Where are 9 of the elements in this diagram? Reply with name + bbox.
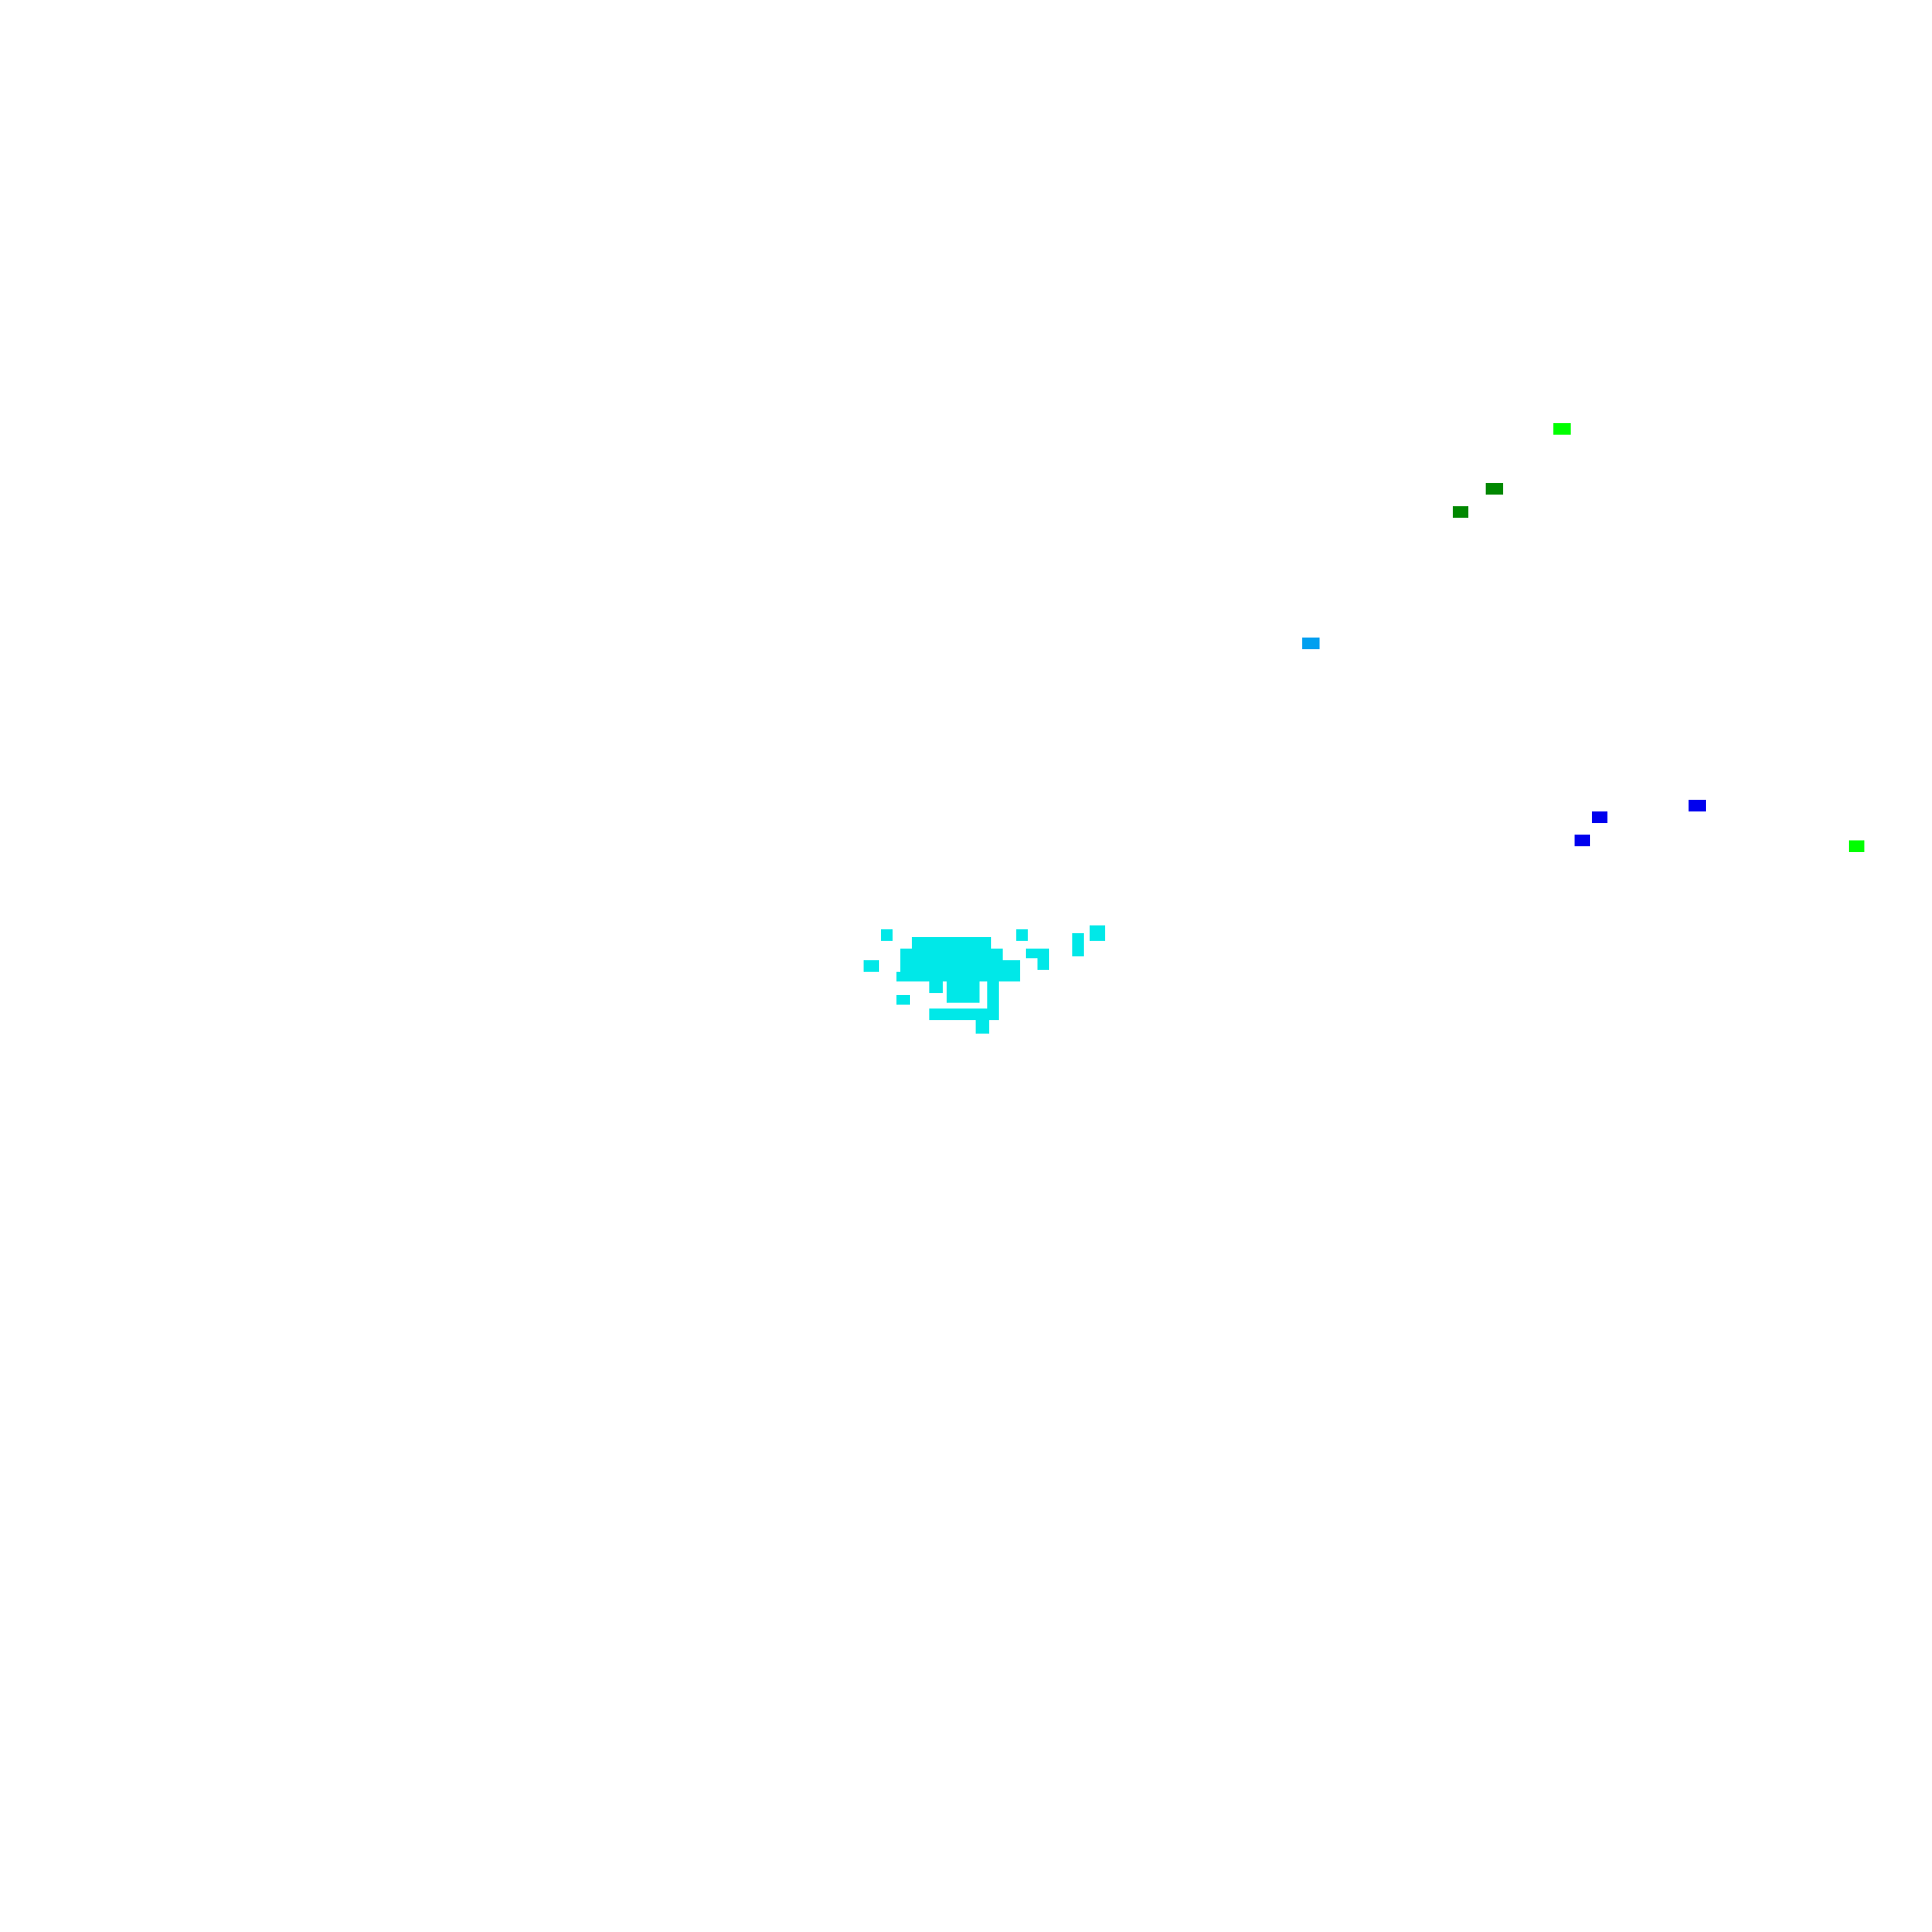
- pixel-mark: [1592, 811, 1607, 823]
- pixel-mark: [1486, 483, 1503, 495]
- pixel-mark: [1553, 423, 1571, 435]
- pixel-mark: [1302, 638, 1320, 649]
- pixel-mark: [1453, 506, 1468, 518]
- pixel-mark: [1849, 840, 1864, 852]
- pixel-mark: [1575, 835, 1590, 846]
- pixel-mark: [1689, 800, 1706, 811]
- pixel-cluster: [864, 923, 1107, 1036]
